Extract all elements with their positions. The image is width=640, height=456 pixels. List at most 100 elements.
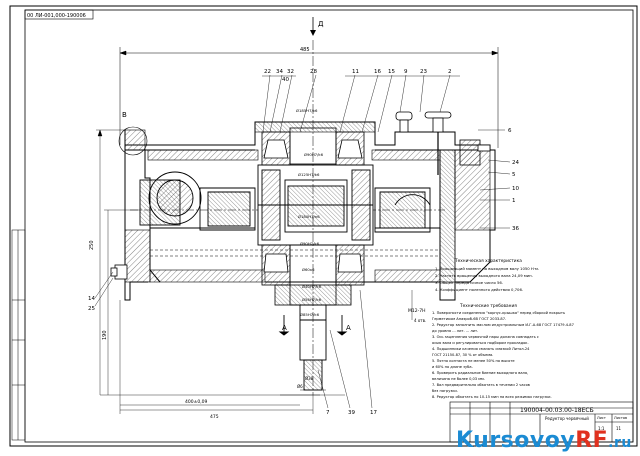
- dim-hole-side: М12-7Н: [408, 308, 425, 314]
- callout-number: 2: [448, 69, 452, 75]
- dim-shaft-b: Ø38: [305, 376, 314, 381]
- callout-number: 11: [352, 69, 359, 75]
- fit-label: Ø90Н7/k6: [300, 241, 320, 246]
- dim-bottom-b: 475: [210, 414, 219, 420]
- code-stamp-box: [24, 9, 94, 20]
- tech-item: 4. Коэффициент полезного действия 0,706.: [435, 287, 523, 292]
- req-item: до уровня ... лит. ... лит.: [432, 329, 478, 333]
- req-item: 4. Подшипники качения смазать смазкой Ли…: [432, 347, 530, 351]
- callout-number: 23: [420, 69, 427, 75]
- callouts-right: 6 24 5 10 1 36: [508, 128, 519, 232]
- dim-overall-width: 485: [300, 47, 310, 53]
- callout-number: 36: [512, 226, 519, 232]
- callouts-top: 22 34 32 28 11 16 15 9 23 2 40: [264, 69, 452, 83]
- view-label-b: В: [122, 111, 127, 119]
- left-margin-strip: [11, 229, 26, 441]
- req-item: 6. Проверить радиальное биение выходного…: [432, 371, 528, 375]
- fit-label: Ø56Н7/k6: [302, 297, 322, 302]
- callout-number: 9: [404, 69, 408, 75]
- req-item: 5. Пятно контакта не менее 50% по высоте: [432, 359, 515, 363]
- upper-bearing: [261, 127, 365, 166]
- callout-number: 10: [512, 186, 519, 192]
- side-cover: [459, 139, 491, 166]
- watermark: KursovoyRF.ru: [456, 428, 632, 453]
- watermark-part2: RF: [575, 428, 609, 453]
- req-item: 2. Редуктор заполнить маслом индустриаль…: [432, 323, 574, 327]
- dim-bottom-a: 400±0,09: [185, 399, 208, 405]
- req-item: и 60% по длине зуба.: [432, 365, 473, 369]
- title-block-sheets: Листов: [614, 416, 627, 420]
- title-block-scale: 1:1: [598, 426, 605, 431]
- fit-label: Ø90Н7/k6: [304, 152, 324, 157]
- callout-number: 39: [348, 410, 355, 416]
- fit-label: Ø60к6: [302, 267, 315, 272]
- watermark-part3: .ru: [608, 435, 632, 451]
- fit-label: Ø180Н7/n6: [298, 214, 320, 219]
- tech-requirements: Технические требования 1. Поверхности со…: [432, 303, 574, 399]
- req-item: Герметиком Анаэроб-6В ГОСТ 2033-87.: [432, 317, 506, 321]
- callout-leaders-right: [478, 129, 511, 229]
- req-item: ГОСТ 21150-87, 30 % от объема.: [432, 353, 493, 357]
- callout-number: 5: [512, 172, 516, 178]
- req-item: 8. Редуктор обкатать по 10-15 мин на все…: [432, 395, 552, 399]
- callout-number: 17: [370, 410, 377, 416]
- worm-shaft: [130, 171, 445, 233]
- callout-number: 14: [88, 296, 95, 302]
- overall-dimension: [119, 47, 499, 148]
- req-item: величина не более 0,03 мм.: [432, 377, 485, 381]
- watermark-part1: Kursovoy: [456, 428, 576, 453]
- callout-number: 32: [287, 69, 294, 75]
- view-arrow-d: [310, 17, 316, 36]
- dim-height-right: 190: [102, 330, 108, 340]
- req-item: 1. Поверхности соединения "корпус-крышка…: [432, 311, 565, 315]
- section-label-right: А: [346, 324, 351, 332]
- breather-plug: [395, 111, 452, 175]
- callout-number: 40: [282, 77, 289, 83]
- callout-number: 25: [88, 306, 95, 312]
- req-title: Технические требования: [459, 303, 517, 309]
- callout-number: 24: [512, 160, 519, 166]
- tech-title: Техническая характеристика: [454, 258, 522, 264]
- callout-number: 22: [264, 69, 271, 75]
- drawing-border: [24, 9, 634, 443]
- title-block-sheet: Лист: [597, 416, 606, 420]
- drain-plug: [110, 264, 128, 280]
- req-item: без нагрузки.: [432, 389, 458, 393]
- view-b-circle: [118, 126, 148, 156]
- callout-number: 15: [388, 69, 395, 75]
- fit-labels: Ø185Н7/k6 Ø90Н7/k6 Ø125Н7/k6 Ø180Н7/n6 Ø…: [296, 108, 324, 317]
- dim-hole-depth: 4 отв.: [414, 318, 426, 323]
- fit-label: Ø125Н7/k6: [298, 172, 320, 177]
- dim-shaft-a: Ø6: [297, 384, 303, 389]
- title-block-mass: 11: [616, 426, 622, 431]
- req-item: осью вала и регулироваться подбором прок…: [432, 341, 529, 345]
- fit-label: Ø40Н7/k6: [302, 284, 322, 289]
- tech-characteristics: Техническая характеристика 1. Вращающий …: [435, 258, 539, 292]
- section-label-left: А: [282, 324, 287, 332]
- fit-label: Ø185Н7/k6: [296, 108, 318, 113]
- tech-item: 3. Общее передаточное число 56.: [435, 280, 503, 285]
- callout-number: 28: [310, 69, 317, 75]
- worm-wheel: [257, 164, 374, 246]
- lower-bearing: [261, 244, 365, 306]
- title-block-code: 190004-00.03.00-18ЕСБ: [520, 407, 594, 414]
- view-label-d: Д: [318, 20, 324, 28]
- title-block: [449, 401, 634, 443]
- title-block-name: Редуктор червячный: [545, 416, 589, 421]
- fit-label: Ø85Н7/k6: [300, 312, 320, 317]
- callout-leaders-left: [94, 271, 114, 307]
- tech-item: 1. Вращающий момент на выходном валу 105…: [435, 266, 539, 271]
- tech-item: 2. Частота вращения выходного вала 24,09…: [435, 273, 533, 278]
- req-item: 3. Ось зацепления червячной пары должна …: [432, 335, 539, 339]
- sheet-frame: [9, 5, 638, 447]
- code-stamp-text: 00 ЛИ-001,000-190006: [27, 13, 86, 19]
- req-item: 7. Вал предварительно обкатать в течении…: [432, 383, 530, 387]
- callout-number: 34: [276, 69, 283, 75]
- callout-leaders-bottom: [317, 289, 373, 409]
- section-marks: [278, 315, 348, 336]
- callout-number: 16: [374, 69, 381, 75]
- callout-number: 6: [508, 128, 512, 134]
- callouts-bottom: 7 39 17: [326, 410, 377, 416]
